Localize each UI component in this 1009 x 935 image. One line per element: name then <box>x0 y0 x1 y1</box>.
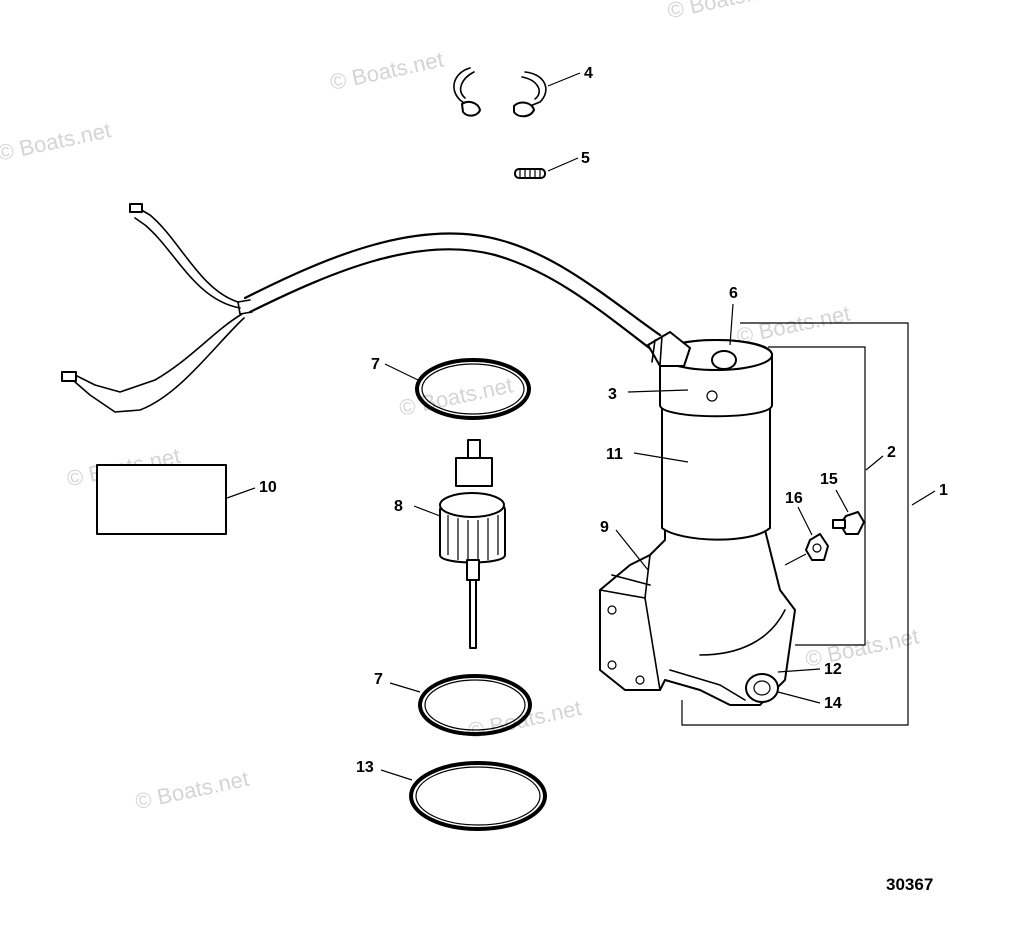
group-2-frame <box>768 346 866 646</box>
callout-6: 6 <box>729 285 738 302</box>
callout-9: 9 <box>600 519 609 536</box>
leader-lines <box>226 72 936 781</box>
watermark-9: © Boats.net <box>803 623 921 671</box>
part-8-armature <box>439 439 506 649</box>
part-5-spring <box>514 168 546 179</box>
watermark-6: © Boats.net <box>734 301 852 349</box>
part-7-upper-oring <box>415 358 531 420</box>
part-7-lower-oring <box>418 674 532 736</box>
cable-harness <box>61 203 662 413</box>
motor-assembly <box>599 331 796 706</box>
watermark-3: © Boats.net <box>665 0 783 23</box>
group-1-frame <box>681 322 909 726</box>
watermark-layer: © Boats.net © Boats.net © Boats.net © Bo… <box>0 0 921 814</box>
watermark-2: © Boats.net <box>328 47 446 95</box>
callout-16: 16 <box>785 490 803 507</box>
callout-12: 12 <box>824 661 842 678</box>
callout-8: 8 <box>394 498 403 515</box>
callout-15: 15 <box>820 471 838 488</box>
callout-7-upper: 7 <box>371 356 380 373</box>
callout-1: 1 <box>939 482 948 499</box>
part-16-nut <box>805 533 829 561</box>
group-frames <box>681 322 909 726</box>
part-13-oring <box>409 761 547 831</box>
callout-10: 10 <box>259 479 277 496</box>
callout-labels: 4 5 6 7 3 11 2 15 10 1 16 8 9 12 7 14 13 <box>259 65 948 776</box>
callout-3: 3 <box>608 386 617 403</box>
watermark-1: © Boats.net <box>0 117 113 165</box>
callout-14: 14 <box>824 695 842 712</box>
callout-5: 5 <box>581 150 590 167</box>
callout-11: 11 <box>606 446 623 463</box>
part-10-decal <box>96 464 227 535</box>
watermark-7: © Boats.net <box>133 766 251 814</box>
figure-number: 30367 <box>886 875 933 894</box>
callout-7-lower: 7 <box>374 671 383 688</box>
callout-4: 4 <box>584 65 593 82</box>
callout-13: 13 <box>356 759 374 776</box>
part-4-clips <box>453 67 547 118</box>
part-15-bolt <box>832 511 865 535</box>
callout-2: 2 <box>887 444 896 461</box>
